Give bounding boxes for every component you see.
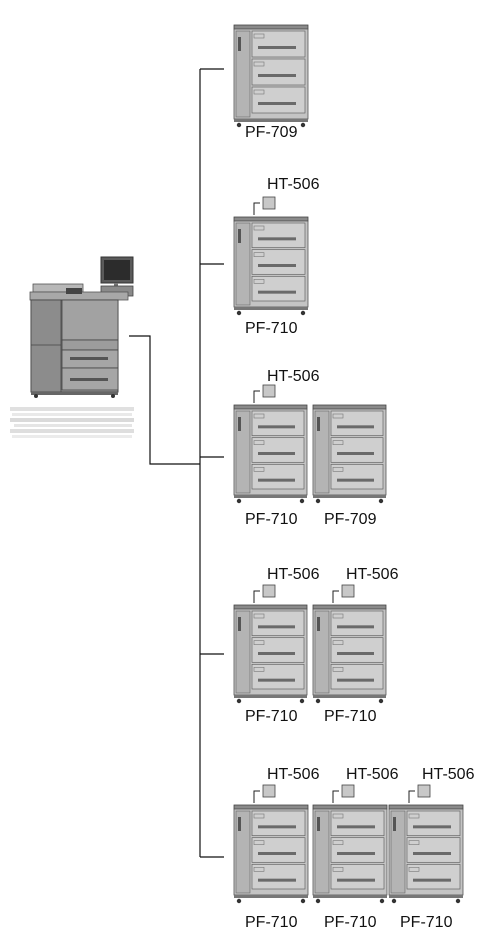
tray-drawer [406, 810, 461, 837]
tray-drawer [330, 837, 385, 863]
drawer-handle [258, 425, 295, 429]
drawer-handle [258, 74, 296, 77]
tray-drawer [330, 637, 384, 663]
tray-drawer [251, 222, 306, 249]
heater-icon [341, 784, 355, 798]
drawer-handle [337, 852, 375, 855]
heater-model-label: HT-506 [267, 368, 320, 385]
drawer-handle [258, 452, 295, 455]
drawer-handle [337, 878, 375, 882]
tray-drawer [251, 275, 306, 302]
unit-model-label: PF-710 [245, 914, 298, 931]
drawer-handle [337, 452, 374, 455]
paper-feed-unit [233, 24, 309, 128]
drawer-handle [258, 652, 295, 655]
unit-model-label: PF-709 [324, 511, 377, 528]
drawer-handle [258, 678, 295, 682]
tray-drawer [251, 863, 306, 890]
heater-icon [341, 584, 355, 598]
drawer-handle [337, 652, 374, 655]
paper-feed-unit [312, 404, 387, 504]
tray-drawer [330, 463, 384, 490]
tray-drawer [330, 437, 384, 463]
drawer-handle [258, 290, 296, 294]
tray-drawer [251, 410, 305, 437]
paper-feed-unit [233, 584, 308, 704]
tray-drawer [330, 410, 384, 437]
drawer-handle [258, 825, 296, 829]
drawer-handle [337, 678, 374, 682]
heater-icon [417, 784, 431, 798]
tray-drawer [330, 863, 385, 890]
heater-model-label: HT-506 [267, 566, 320, 583]
tray-drawer [251, 837, 306, 863]
tray-drawer [251, 30, 306, 58]
drawer-handle [258, 237, 296, 241]
drawer-handle [337, 825, 375, 829]
paper-feed-units [233, 24, 464, 904]
tray-drawer [251, 58, 306, 86]
drawer-handle [258, 264, 296, 267]
heater-icon [262, 196, 276, 210]
tray-drawer [330, 610, 384, 637]
heater-icon [262, 384, 276, 398]
drawer-handle [413, 852, 451, 855]
heater-model-label: HT-506 [422, 766, 475, 783]
paper-feed-unit [233, 784, 309, 904]
tray-drawer [251, 249, 306, 275]
tray-drawer [251, 663, 305, 690]
unit-model-label: PF-710 [245, 320, 298, 337]
tray-drawer [251, 810, 306, 837]
connection-lines [129, 68, 224, 858]
tray-drawer [330, 663, 384, 690]
drawer-handle [337, 478, 374, 482]
drawer-handle [258, 878, 296, 882]
unit-model-label: PF-709 [245, 124, 298, 141]
heater-model-label: HT-506 [267, 176, 320, 193]
drawer-handle [337, 625, 374, 629]
heater-model-label: HT-506 [346, 566, 399, 583]
drawer-handle [258, 478, 295, 482]
unit-model-label: PF-710 [400, 914, 453, 931]
drawer-handle [258, 102, 296, 105]
unit-model-label: PF-710 [245, 511, 298, 528]
drawer-handle [258, 625, 295, 629]
heater-icon [262, 584, 276, 598]
heater-model-label: HT-506 [267, 766, 320, 783]
drawer-handle [258, 852, 296, 855]
drawer-handle [337, 425, 374, 429]
unit-model-label: PF-710 [324, 914, 377, 931]
tray-drawer [406, 837, 461, 863]
tray-drawer [251, 637, 305, 663]
paper-feed-unit [388, 784, 464, 904]
heater-icon [262, 784, 276, 798]
machine-shadow-strips [10, 407, 134, 438]
tray-drawer [251, 86, 306, 114]
machine-connector [129, 335, 200, 465]
tray-drawer [330, 810, 385, 837]
drawer-handle [258, 46, 296, 49]
paper-feed-unit [233, 384, 308, 504]
tray-drawer [251, 610, 305, 637]
drawer-handle [413, 878, 451, 882]
tray-drawer [406, 863, 461, 890]
main-printer-illustration [10, 256, 134, 438]
paper-feed-unit [312, 584, 387, 704]
unit-model-label: PF-710 [245, 708, 298, 725]
drawer-handle [413, 825, 451, 829]
paper-feed-unit [312, 784, 388, 904]
heater-model-label: HT-506 [346, 766, 399, 783]
unit-model-label: PF-710 [324, 708, 377, 725]
tray-drawer [251, 463, 305, 490]
paper-feed-unit [233, 196, 309, 316]
tray-drawer [251, 437, 305, 463]
